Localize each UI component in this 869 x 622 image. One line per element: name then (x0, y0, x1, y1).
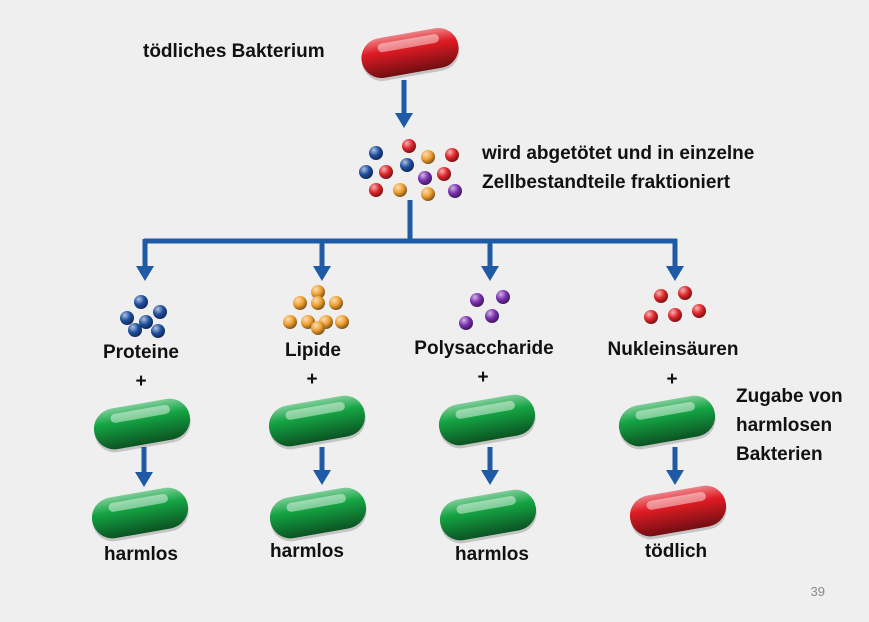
column-3-ball-4 (459, 316, 473, 330)
column-1-ball-5 (128, 323, 142, 337)
column-1-ball-4 (153, 305, 167, 319)
result-bacterium-4-highlight (646, 491, 706, 510)
plus-sign-3: + (477, 367, 489, 388)
added-bacterium-2 (268, 395, 366, 450)
result-bacterium-3-highlight (456, 495, 516, 514)
column-1-ball-3 (139, 315, 153, 329)
page-number: 39 (810, 584, 825, 599)
plus-sign-1: + (135, 371, 147, 392)
column-4-ball-5 (692, 304, 706, 318)
added-bacterium-4-highlight (635, 401, 695, 420)
plus-sign-4: + (666, 369, 678, 390)
result-bacterium-1 (91, 487, 189, 542)
column-4-ball-2 (678, 286, 692, 300)
column-4-ball-4 (668, 308, 682, 322)
added-bacterium-4-body (618, 395, 716, 447)
fraction-ball-2 (402, 139, 416, 153)
fraction-ball-7 (400, 158, 414, 172)
column-1-ball-6 (151, 324, 165, 338)
arrow-result-2-head (313, 470, 331, 485)
added-bacterium-1-body (93, 398, 191, 450)
arrow-kill-head (395, 113, 413, 128)
arrow-result-3-head (481, 470, 499, 485)
fraction-ball-6 (379, 165, 393, 179)
arrow-branch-4-head (666, 266, 684, 281)
result-bacterium-3-body (439, 489, 537, 541)
added-bacterium-4 (618, 395, 716, 450)
arrow-branch-3-head (481, 266, 499, 281)
column-2-ball-9 (311, 321, 325, 335)
fraction-ball-3 (421, 150, 435, 164)
add-note-line2: harmlosen (736, 415, 833, 436)
column-1-ball-1 (134, 295, 148, 309)
column-2-ball-3 (311, 296, 325, 310)
added-bacterium-3-body (438, 394, 536, 446)
result-bacterium-1-body (91, 487, 189, 539)
plus-sign-2: + (306, 369, 318, 390)
column-2-ball-4 (329, 296, 343, 310)
result-bacterium-3 (439, 489, 537, 544)
arrow-result-1-head (135, 472, 153, 487)
added-bacterium-3 (438, 394, 536, 449)
column-2-ball-2 (293, 296, 307, 310)
column-2-ball-8 (335, 315, 349, 329)
column-3-ball-3 (485, 309, 499, 323)
arrow-result-4-head (666, 470, 684, 485)
result-bacterium-2 (269, 487, 367, 542)
added-bacterium-2-body (268, 395, 366, 447)
column-2-ball-5 (283, 315, 297, 329)
arrow-branch-1-head (136, 266, 154, 281)
fraction-text-line1: wird abgetötet und in einzelne (482, 143, 755, 164)
deadly-bacterium-label: tödliches Bakterium (143, 41, 325, 62)
fraction-ball-9 (437, 167, 451, 181)
added-bacterium-3-highlight (455, 400, 515, 419)
column-1-ball-2 (120, 311, 134, 325)
fraction-ball-5 (359, 165, 373, 179)
fraction-description: wird abgetötet und in einzelne Zellbesta… (482, 139, 754, 197)
column-2-ball-1 (311, 285, 325, 299)
fraction-ball-4 (445, 148, 459, 162)
component-label-proteine: Proteine (102, 342, 180, 363)
result-bacterium-2-body (269, 487, 367, 539)
deadly-bacterium-top (361, 27, 460, 81)
column-4-ball-1 (654, 289, 668, 303)
added-bacterium-1 (93, 398, 191, 453)
add-note-line3: Bakterien (736, 444, 823, 465)
added-bacterium-1-highlight (110, 404, 170, 423)
result-label-3: harmlos (455, 544, 529, 565)
component-label-polysaccharide: Polysaccharide (414, 338, 554, 359)
fraction-ball-13 (448, 184, 462, 198)
result-label-4: tödlich (644, 541, 708, 562)
shapes-layer (91, 27, 727, 544)
fraction-ball-11 (393, 183, 407, 197)
column-3-ball-2 (496, 290, 510, 304)
add-harmless-note: Zugabe von harmlosen Bakterien (736, 382, 843, 469)
result-label-1: harmlos (104, 544, 178, 565)
fraction-text-line2: Zellbestandteile fraktioniert (482, 172, 731, 193)
column-3-ball-1 (470, 293, 484, 307)
component-label-lipide: Lipide (285, 340, 341, 361)
arrows-layer (135, 80, 684, 487)
component-label-nukleinsaeuren: Nukleinsäuren (607, 339, 739, 360)
fraction-ball-12 (421, 187, 435, 201)
add-note-line1: Zugabe von (736, 386, 843, 407)
added-bacterium-2-highlight (285, 401, 345, 420)
result-bacterium-1-highlight (108, 493, 168, 512)
fraction-ball-10 (369, 183, 383, 197)
result-bacterium-4-body (629, 485, 727, 537)
deadly-bacterium-top-highlight (377, 34, 439, 53)
deadly-bacterium-top-body (361, 27, 459, 79)
result-bacterium-2-highlight (286, 493, 346, 512)
result-label-2: harmlos (270, 541, 344, 562)
column-4-ball-3 (644, 310, 658, 324)
result-bacterium-4 (629, 485, 727, 540)
arrow-branch-2-head (313, 266, 331, 281)
fraction-ball-8 (418, 171, 432, 185)
fraction-ball-1 (369, 146, 383, 160)
